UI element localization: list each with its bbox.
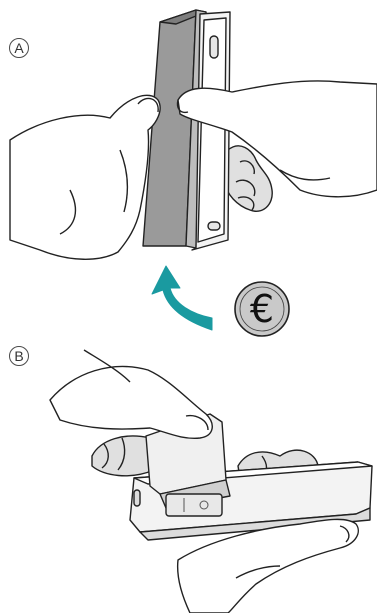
battery-window xyxy=(166,494,222,516)
step-b-illustration xyxy=(50,350,372,613)
step-a-left-hand xyxy=(10,95,160,259)
device-slot-bottom xyxy=(208,222,220,230)
euro-coin-icon: € xyxy=(235,282,289,336)
step-a-device xyxy=(143,10,230,250)
push-arrow-icon xyxy=(152,266,212,330)
device-slot-top xyxy=(210,36,218,58)
step-a-illustration xyxy=(10,10,377,330)
step-b-top-hand xyxy=(50,350,212,438)
euro-symbol: € xyxy=(250,287,274,331)
